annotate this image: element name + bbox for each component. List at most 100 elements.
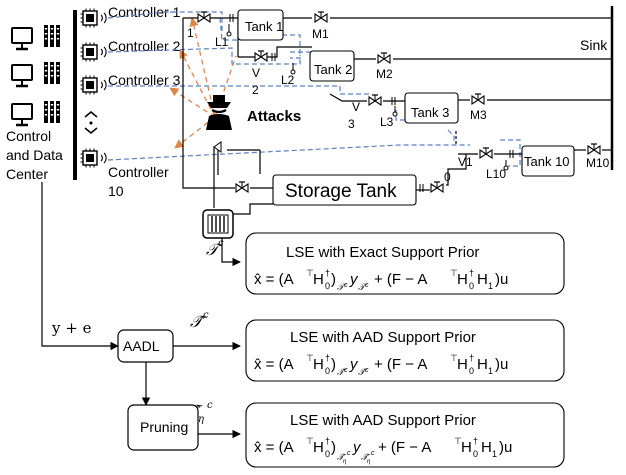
- svg-text:1: 1: [488, 281, 493, 291]
- valve-label-1: 1: [187, 26, 194, 40]
- svg-text:y: y: [349, 356, 359, 373]
- svg-text:1: 1: [488, 366, 493, 376]
- aadl-label: AADL: [123, 338, 160, 354]
- storage-tank: Storage Tank: [272, 174, 417, 206]
- svg-text:H: H: [481, 439, 492, 456]
- lse-exact-title: LSE with Exact Support Prior: [286, 244, 479, 261]
- lse-aad-box: LSE with AAD Support Prior x̂ = (A ⊤ H †…: [245, 319, 565, 382]
- tank-10: Tank 10: [521, 145, 575, 177]
- wireless-signal-icon: [100, 152, 107, 164]
- svg-text:⊤: ⊤: [306, 268, 314, 278]
- valve-icon: [368, 94, 382, 106]
- svg-text:η: η: [343, 459, 347, 465]
- svg-text:1: 1: [492, 449, 497, 459]
- pruned-support-sup: c: [207, 400, 213, 411]
- svg-text:c: c: [344, 367, 348, 374]
- lse-pruned-equation: x̂ = (A ⊤ H † 0 ) 𝒯̂ η c y 𝒯̂ η c + (F −…: [254, 436, 512, 465]
- svg-text:x̂ = (A: x̂ = (A: [254, 356, 294, 373]
- control-center-label-3: Center: [6, 166, 48, 182]
- aadl-block[interactable]: AADL: [117, 329, 174, 363]
- controller-label: Controller 2: [108, 38, 181, 54]
- svg-text:): ): [331, 439, 336, 456]
- controller-3: Controller 3: [79, 72, 181, 96]
- wireless-signal-icon: [100, 79, 107, 91]
- controller-10: Controller 10: [79, 147, 169, 199]
- svg-text:)u: )u: [495, 356, 508, 373]
- svg-text:†: †: [469, 353, 474, 363]
- valve-icon: [479, 147, 493, 159]
- tank-label: Tank 10: [524, 154, 570, 169]
- svg-text:c: c: [365, 367, 369, 374]
- svg-text:𝒯: 𝒯: [337, 282, 347, 292]
- valve-icon: [587, 143, 601, 155]
- svg-text:𝒯̂: 𝒯̂: [337, 452, 347, 462]
- attacks-label: Attacks: [247, 108, 301, 125]
- svg-text:x̂ = (A: x̂ = (A: [254, 439, 294, 456]
- valve-label-2a: V: [252, 66, 260, 80]
- meter-label-1: M1: [312, 27, 329, 41]
- svg-text:H: H: [477, 356, 488, 373]
- valve-label-10: V1: [458, 155, 473, 169]
- meter-label-2: M2: [376, 67, 393, 81]
- svg-text:†: †: [325, 436, 330, 446]
- svg-text:)u: )u: [495, 271, 508, 288]
- tank-label: Tank 3: [411, 105, 449, 120]
- svg-text:)u: )u: [499, 439, 512, 456]
- wireless-signal-icon: [100, 46, 107, 58]
- level-label-10: L10: [486, 167, 506, 181]
- server-rack-icon: [44, 101, 60, 123]
- pump-icon: [202, 209, 234, 239]
- lse-pruned-title: LSE with AAD Support Prior: [290, 412, 476, 429]
- valve-label-0: 0: [444, 170, 451, 184]
- svg-text:⊤: ⊤: [306, 436, 314, 446]
- svg-text:𝒯: 𝒯: [358, 282, 368, 292]
- svg-text:†: †: [325, 353, 330, 363]
- pruning-label: Pruning: [140, 419, 188, 435]
- server-rack-icon: [44, 62, 60, 84]
- svg-text:+ (F − A: + (F − A: [374, 356, 427, 373]
- tank-2: Tank 2: [309, 50, 355, 82]
- svg-text:𝒯̂: 𝒯̂: [358, 367, 368, 377]
- lse-pruned-box: LSE with AAD Support Prior x̂ = (A ⊤ H †…: [245, 402, 565, 468]
- svg-text:c: c: [347, 450, 351, 457]
- svg-text:𝒯̂: 𝒯̂: [361, 452, 371, 462]
- svg-text:0: 0: [325, 449, 330, 459]
- svg-text:H: H: [461, 439, 472, 456]
- svg-text:𝒯̂: 𝒯̂: [337, 367, 347, 377]
- controller-chip-icon: [79, 74, 98, 96]
- valve-label-3a: V: [352, 100, 360, 114]
- level-sensor-icon: [226, 24, 509, 171]
- svg-text:H: H: [313, 439, 324, 456]
- svg-text:H: H: [457, 271, 468, 288]
- sink-label: Sink: [580, 37, 608, 53]
- svg-text:0: 0: [473, 449, 478, 459]
- level-label-3: L3: [380, 115, 394, 129]
- tank-label: Tank 1: [245, 19, 283, 34]
- hacker-icon: [206, 95, 232, 130]
- pruning-block[interactable]: Pruning: [127, 404, 199, 451]
- storage-tank-label: Storage Tank: [285, 181, 397, 202]
- svg-text:0: 0: [325, 366, 330, 376]
- svg-text:†: †: [325, 268, 330, 278]
- controller-2: Controller 2: [79, 38, 181, 63]
- svg-text:c: c: [365, 282, 369, 289]
- valve-icon: [235, 181, 249, 193]
- check-valve-icon: [213, 141, 222, 153]
- svg-text:†: †: [469, 268, 474, 278]
- control-center-label-1: Control: [6, 128, 51, 144]
- pruned-support-sub: η: [198, 414, 204, 425]
- measurement-label: y + e: [51, 319, 92, 337]
- control-center-group: Control and Data Center: [6, 25, 63, 182]
- valve-icon: [254, 50, 268, 62]
- svg-text:0: 0: [325, 281, 330, 291]
- monitor-icon: [10, 26, 34, 51]
- svg-text:+ (F − A: + (F − A: [378, 439, 431, 456]
- controller-chip-icon: [79, 147, 98, 169]
- controller-label: Controller 1: [108, 4, 181, 20]
- controller-label-number: 10: [108, 183, 124, 199]
- tank-label: Tank 2: [314, 62, 352, 77]
- svg-text:⊤: ⊤: [450, 353, 458, 363]
- valve-label-3b: 3: [348, 117, 355, 131]
- valve-icon: [377, 52, 391, 64]
